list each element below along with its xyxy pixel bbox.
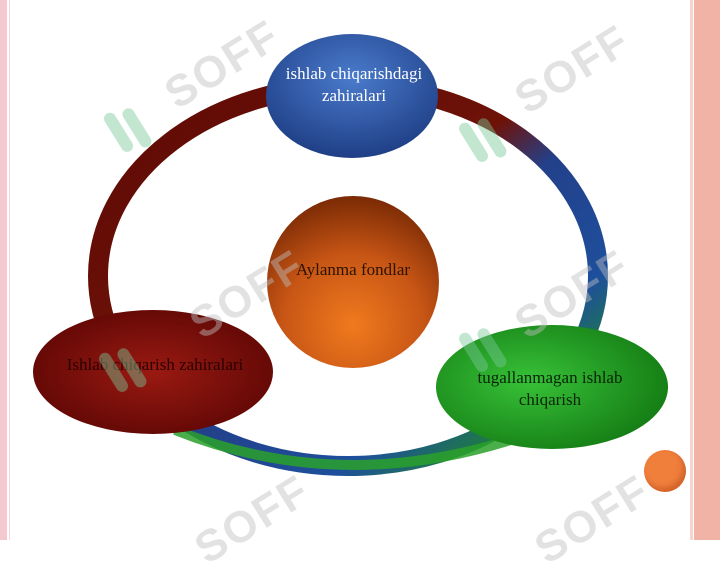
accent-dot xyxy=(644,450,686,492)
cycle-diagram xyxy=(33,34,668,476)
node-right xyxy=(436,325,668,449)
node-center-label: Aylanma fondlar xyxy=(295,260,411,279)
node-center xyxy=(267,196,439,368)
node-left xyxy=(33,310,273,434)
right-border-band xyxy=(694,0,720,540)
left-border-rule xyxy=(0,0,7,540)
node-left-label: Ishlab chiqarish zahiralari xyxy=(66,355,244,374)
node-top-label: ishlab chiqarishdagi zahiralari xyxy=(285,64,423,105)
right-border-thin-rule xyxy=(690,0,693,540)
node-right-label: tugallanmagan ishlab chiqarish xyxy=(477,368,623,409)
node-top xyxy=(266,34,438,158)
cycle-ring-bottom-highlight xyxy=(173,425,542,470)
left-border-thin-rule xyxy=(9,0,10,540)
